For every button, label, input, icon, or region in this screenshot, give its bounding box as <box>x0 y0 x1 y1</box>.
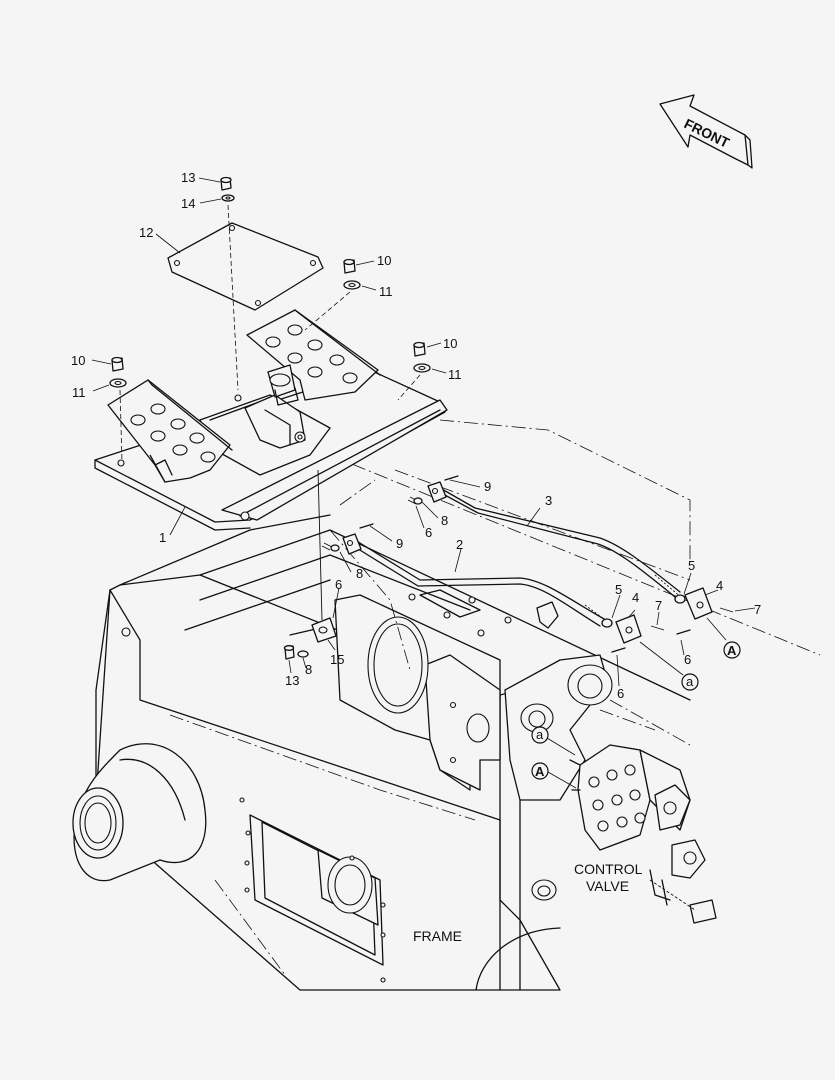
ref-marker-A-valve[interactable]: A <box>531 762 549 780</box>
assembly-labels: CONTROL VALVE FRAME <box>413 861 643 944</box>
callout-1[interactable]: 1 <box>159 530 166 545</box>
callout-6-top[interactable]: 6 <box>425 525 432 540</box>
leader-lines <box>91 177 756 789</box>
ref-marker-A-right[interactable]: A <box>723 641 741 659</box>
callout-7-mid[interactable]: 6 <box>617 686 624 701</box>
callout-12[interactable]: 12 <box>139 225 153 240</box>
control-valve <box>569 744 717 924</box>
callout-15[interactable]: 15 <box>330 652 344 667</box>
cover-plate <box>167 222 324 311</box>
callout-4-right[interactable]: 4 <box>716 578 723 593</box>
callout-7-right[interactable]: 6 <box>684 652 691 667</box>
pedal-mount-plate <box>94 369 448 531</box>
callout-6-right[interactable]: 7 <box>655 598 662 613</box>
callout-10-right[interactable]: 10 <box>443 336 457 351</box>
svg-text:A: A <box>727 643 737 658</box>
callout-4-mid[interactable]: 4 <box>632 590 639 605</box>
svg-text:a: a <box>686 674 694 689</box>
left-foot-pedal <box>107 379 233 483</box>
control-rods <box>321 475 734 653</box>
right-foot-pedal <box>246 309 381 406</box>
ref-marker-a-valve[interactable]: a <box>531 726 549 744</box>
ref-marker-a-right[interactable]: a <box>681 673 699 691</box>
callout-11-right[interactable]: 11 <box>448 367 462 382</box>
frame-label: FRAME <box>413 928 462 944</box>
callout-8-top[interactable]: 8 <box>441 513 448 528</box>
callout-2[interactable]: 2 <box>456 537 463 552</box>
callout-14[interactable]: 14 <box>181 196 195 211</box>
callout-8-bottom[interactable]: 8 <box>305 662 312 677</box>
callout-10-upper[interactable]: 10 <box>377 253 391 268</box>
callout-8-mid[interactable]: 8 <box>356 566 363 581</box>
callout-6-far-right[interactable]: 7 <box>754 602 761 617</box>
svg-text:A: A <box>535 764 545 779</box>
callout-13-top[interactable]: 13 <box>181 170 195 185</box>
callout-11-left[interactable]: 11 <box>72 385 86 400</box>
callout-10-left[interactable]: 10 <box>71 353 85 368</box>
callout-11-upper[interactable]: 11 <box>379 284 393 299</box>
callout-13-bottom[interactable]: 13 <box>285 673 299 688</box>
callout-3[interactable]: 3 <box>545 493 552 508</box>
hardware <box>109 176 431 660</box>
svg-text:a: a <box>536 727 544 742</box>
control-valve-label-line1: CONTROL <box>574 861 643 877</box>
reference-markers: A A a a <box>531 641 741 780</box>
callout-9-mid[interactable]: 9 <box>396 536 403 551</box>
part-callouts: 13 14 12 10 11 10 11 10 11 1 9 3 8 6 9 2… <box>71 170 761 701</box>
callout-6-mid[interactable]: 6 <box>335 577 342 592</box>
callout-5-right[interactable]: 5 <box>688 558 695 573</box>
control-valve-label-line2: VALVE <box>586 878 629 894</box>
front-direction-arrow[interactable]: FRONT <box>659 94 753 169</box>
callout-5-mid[interactable]: 5 <box>615 582 622 597</box>
callout-9-top[interactable]: 9 <box>484 479 491 494</box>
frame-structure <box>72 419 821 991</box>
